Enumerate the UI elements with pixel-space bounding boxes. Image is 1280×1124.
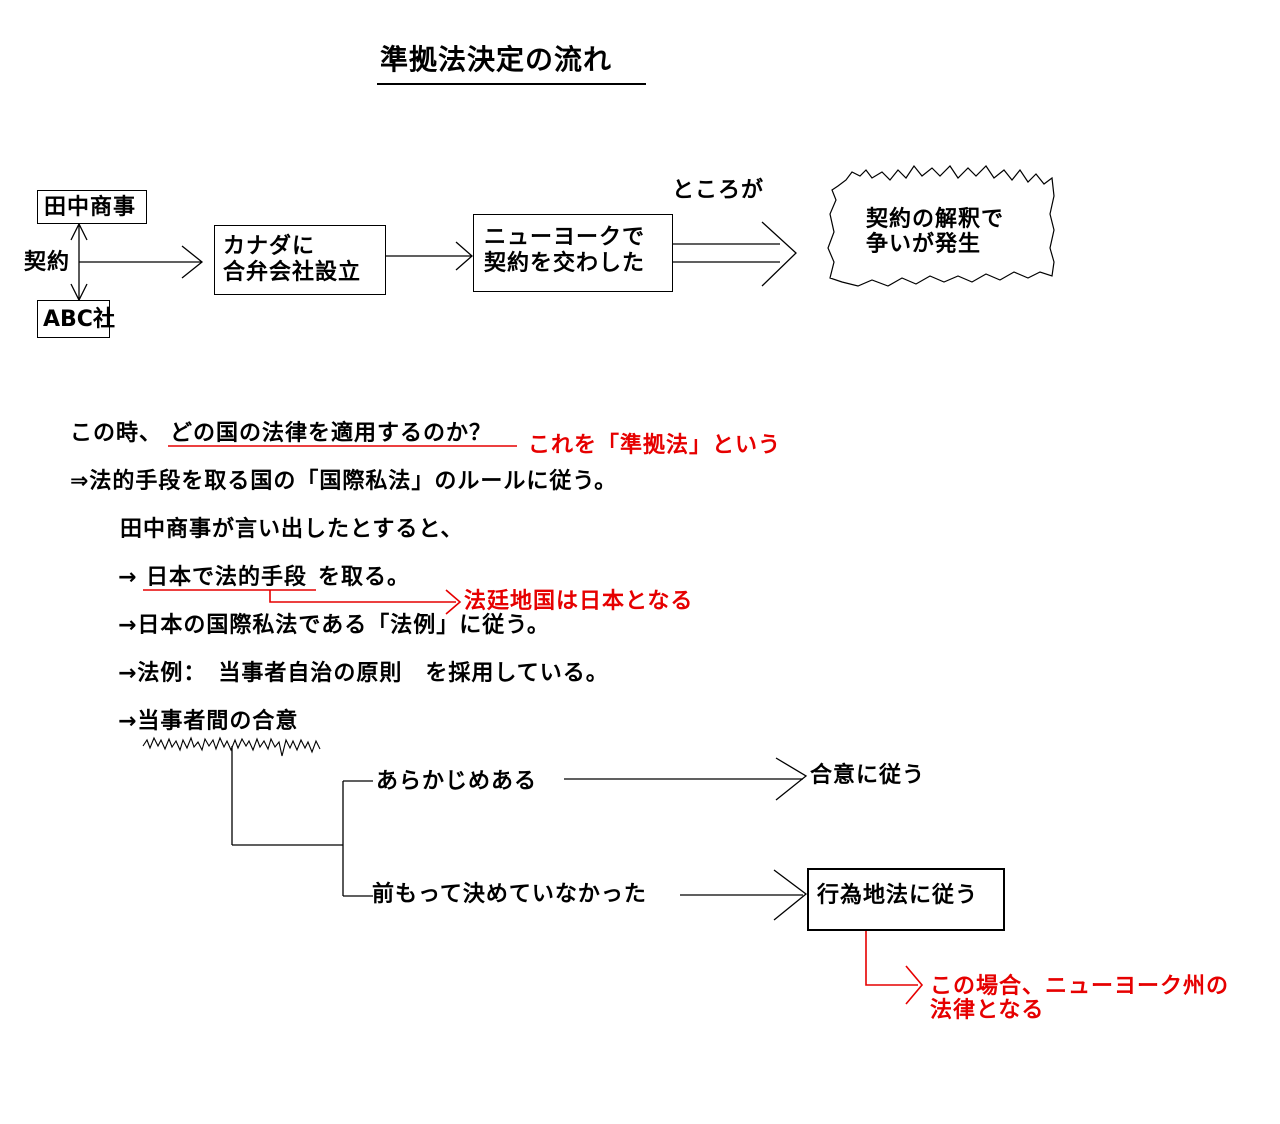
- lex-loci-box: 行為地法に従う: [807, 868, 1005, 931]
- assumption-line: 田中商事が言い出したとすると、: [120, 517, 464, 542]
- houreii-line: →日本の国際私法である「法例」に従う。: [118, 613, 550, 638]
- canada-line1: カナダに: [223, 234, 316, 259]
- abc-label: ABC社: [43, 307, 115, 332]
- arrow-no-head: [773, 869, 808, 921]
- keiyaku-label: 契約: [24, 250, 71, 275]
- arrow-to-canada-head: [181, 245, 204, 279]
- rule-line: ⇒法的手段を取る国の「国際私法」のルールに従う。: [70, 469, 618, 494]
- agreement-zigzag: [142, 736, 321, 757]
- agreement-line: →当事者間の合意: [118, 709, 299, 734]
- branch-no-label: 前もって決めていなかった: [372, 882, 647, 907]
- dispute-cloud-shape: [827, 164, 1055, 287]
- japan-arrow: →: [118, 565, 138, 590]
- autonomy-line: →法例： 当事者自治の原則 を採用している。: [118, 661, 609, 686]
- abc-box: ABC社: [37, 300, 115, 338]
- tanaka-label: 田中商事: [44, 195, 137, 220]
- question-main: どの国の法律を適用するのか？: [170, 421, 493, 446]
- ny-law-note-line1: この場合、ニューヨーク州の: [930, 974, 1230, 999]
- dispute-line1: 契約の解釈で: [866, 207, 1005, 232]
- canada-line2: 合弁会社設立: [223, 260, 362, 285]
- ny-box: ニューヨークで 契約を交わした: [473, 214, 673, 292]
- japan-rest: を取る。: [318, 565, 411, 590]
- forum-arrow-red: [269, 590, 456, 603]
- canada-box: カナダに 合弁会社設立: [214, 225, 386, 295]
- question-prefix: この時、: [70, 421, 163, 446]
- tanaka-box: 田中商事: [37, 190, 147, 224]
- ny-law-note-line2: 法律となる: [930, 998, 1045, 1023]
- double-arrow-head: [761, 221, 797, 287]
- arrow-to-ny-head: [455, 241, 473, 271]
- page-title: 準拠法決定の流れ: [380, 43, 613, 76]
- question-note: これを「準拠法」という: [528, 433, 782, 458]
- lex-loci-label: 行為地法に従う: [817, 883, 979, 908]
- lex-loci-arrow-red-head: [905, 965, 924, 1005]
- forum-arrow-red-head: [445, 589, 462, 615]
- ny-line1: ニューヨークで: [484, 225, 646, 250]
- branch-yes-result: 合意に従う: [810, 763, 926, 788]
- arrow-yes-head: [775, 757, 808, 801]
- japan-main: 日本で法的手段: [146, 565, 308, 590]
- lex-loci-arrow-red: [865, 911, 918, 986]
- dispute-line2: 争いが発生: [866, 232, 982, 257]
- tokoroga-label: ところが: [672, 178, 765, 203]
- forum-note: 法廷地国は日本となる: [464, 589, 694, 614]
- ny-line2: 契約を交わした: [484, 251, 646, 276]
- arrowhead-up: [70, 222, 88, 241]
- branch-yes-label: あらかじめある: [376, 769, 538, 794]
